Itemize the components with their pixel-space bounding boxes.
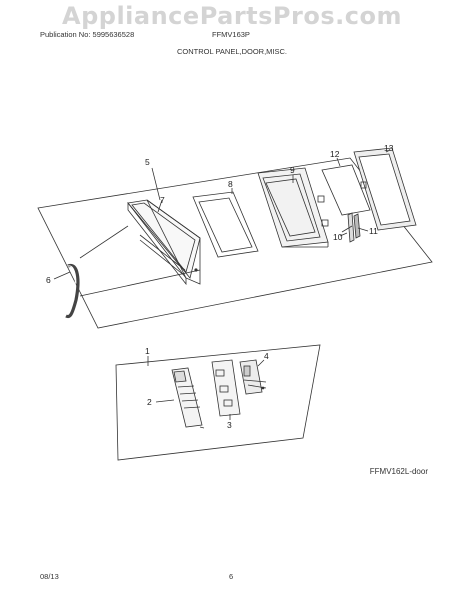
page-number: 6 — [229, 572, 234, 581]
leader-2 — [155, 399, 175, 403]
leader-6 — [53, 271, 71, 280]
part-control-panel-front — [171, 367, 205, 429]
leader-5 — [151, 167, 161, 201]
part-window — [192, 191, 259, 258]
footer-date: 08/13 — [40, 572, 59, 581]
part-choke-cover — [321, 164, 371, 216]
diagram-caption: FFMV162L-door — [369, 467, 428, 476]
leader-11 — [357, 227, 369, 232]
part-door-front — [127, 199, 201, 286]
leader-4 — [257, 359, 265, 367]
leader-10 — [339, 232, 348, 237]
part-bracket — [239, 359, 267, 395]
callout-13: 13 — [384, 143, 394, 153]
part-control-board — [211, 359, 241, 417]
callout-2: 2 — [147, 397, 152, 407]
callout-8: 8 — [228, 179, 233, 189]
callout-11: 11 — [369, 226, 378, 236]
callout-7: 7 — [160, 195, 165, 205]
control-panel-assembly-outline — [115, 344, 321, 461]
leader-13 — [385, 149, 391, 153]
leader-7 — [157, 199, 163, 213]
callout-6: 6 — [46, 275, 51, 285]
leader-12 — [336, 157, 341, 167]
callout-4: 4 — [264, 351, 269, 361]
callout-12: 12 — [330, 149, 340, 159]
part-outer-frame — [353, 147, 417, 231]
callout-3: 3 — [227, 420, 232, 430]
watermark-logo: AppliancePartsPros.com — [62, 2, 402, 30]
callout-9: 9 — [290, 165, 295, 175]
callout-5: 5 — [145, 157, 150, 167]
model-number: FFMV163P — [212, 30, 250, 39]
part-latch — [341, 212, 361, 243]
callout-10: 10 — [333, 232, 343, 242]
section-title: CONTROL PANEL,DOOR,MISC. — [176, 47, 287, 56]
publication-number: Publication No: 5995636528 — [40, 30, 135, 39]
part-inner-frame — [257, 167, 329, 248]
part-handle — [65, 263, 80, 319]
callout-1: 1 — [145, 346, 150, 356]
